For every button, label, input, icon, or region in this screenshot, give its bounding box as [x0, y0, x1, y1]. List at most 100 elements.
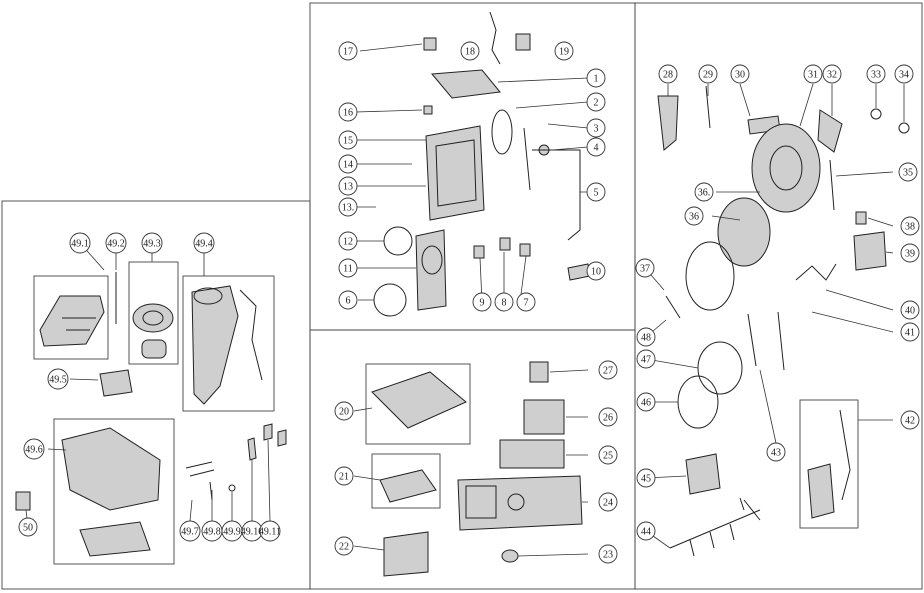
- base-plate-part: [79, 521, 151, 557]
- callout-number: 49.4: [195, 239, 213, 250]
- heater-element-part: [99, 369, 133, 397]
- bearing-34-part: [898, 122, 910, 134]
- callout-cabinet-15: 15: [338, 130, 358, 150]
- spring-29-part: [705, 85, 711, 129]
- callout-bubble: [900, 216, 920, 236]
- callout-bubble: [193, 232, 215, 254]
- callout-controls-21: 21: [334, 466, 354, 486]
- callout-number: 33: [871, 70, 881, 81]
- callout-number: 49.1: [71, 239, 89, 250]
- callout-bubble: [822, 64, 842, 84]
- callout-cabinet-2: 2: [586, 92, 606, 112]
- callout-tub-38: 38: [900, 216, 920, 236]
- callout-number: 49.3: [143, 239, 161, 250]
- callout-bubble: [586, 137, 606, 157]
- callout-bubble: [900, 300, 920, 320]
- callout-number: 49.6: [25, 445, 43, 456]
- callout-dryer-49-7: 49.7: [179, 520, 201, 542]
- part-8: [499, 237, 511, 251]
- callout-tub-41: 41: [900, 322, 920, 342]
- callout-number: 26: [603, 413, 613, 424]
- callout-bubble: [338, 102, 358, 122]
- callout-number: 40: [905, 306, 915, 317]
- bellows-28-part: [657, 95, 679, 151]
- callout-tub-44: 44: [636, 521, 656, 541]
- callout-bubble: [586, 182, 606, 202]
- callout-number: 50: [23, 523, 33, 534]
- valve-27-part: [529, 361, 549, 383]
- callout-number: 48: [641, 333, 651, 344]
- callout-number: 35: [903, 168, 913, 179]
- callout-number: 8: [502, 298, 507, 309]
- callout-bubble: [698, 64, 718, 84]
- heater-duct-part: [191, 285, 239, 405]
- callout-number: 14: [343, 160, 353, 171]
- callout-tub-43: 43: [766, 442, 786, 462]
- callout-number: 12: [343, 237, 353, 248]
- callout-controls-20: 20: [334, 401, 354, 421]
- pulley-32-part: [817, 109, 843, 153]
- callout-bubble: [636, 327, 656, 347]
- door-panel-part: [415, 229, 447, 311]
- callout-tub-32: 32: [822, 64, 842, 84]
- callout-number: 27: [603, 366, 613, 377]
- callout-bubble: [636, 468, 656, 488]
- drum-cover-part: [61, 427, 161, 511]
- callout-number: 45: [641, 474, 651, 485]
- filter-part: [15, 491, 31, 511]
- screws-40-part: [795, 263, 837, 281]
- callout-number: 6: [346, 296, 351, 307]
- callout-bubble: [338, 176, 358, 196]
- callout-cabinet-18: 18: [460, 41, 480, 61]
- callout-tub-39: 39: [900, 243, 920, 263]
- program-knob: [507, 493, 525, 511]
- cabinet-frame: [435, 139, 477, 207]
- tub-section: [657, 85, 910, 557]
- callout-dryer-50: 50: [18, 517, 38, 537]
- callout-bubble: [894, 64, 914, 84]
- knob-23-part: [501, 549, 519, 563]
- washer-part: [228, 484, 236, 492]
- callout-number: 7: [524, 298, 529, 309]
- callout-bubble: [105, 232, 127, 254]
- callout-bubble: [338, 197, 358, 217]
- callout-tub-35: 35: [898, 162, 918, 182]
- sensor-part: [247, 437, 257, 461]
- callout-bubble: [900, 322, 920, 342]
- callout-dryer-49-2: 49.2: [105, 232, 127, 254]
- callout-tub-31: 31: [803, 64, 823, 84]
- callout-tub-46: 46: [636, 392, 656, 412]
- box-20: [365, 363, 471, 445]
- callout-number: 49.2: [107, 239, 125, 250]
- callout-number: 36: [689, 212, 699, 223]
- callout-bubble: [598, 360, 618, 380]
- dryer-section: [15, 261, 287, 565]
- callout-bubble: [338, 231, 358, 251]
- callout-bubble: [259, 520, 281, 542]
- callout-number: 42: [905, 416, 915, 427]
- callout-bubble: [179, 520, 201, 542]
- fan-hub: [142, 310, 164, 326]
- callout-bubble: [598, 544, 618, 564]
- drum-36-part: [717, 197, 771, 267]
- box-49-1: [33, 275, 109, 360]
- callout-number: 3: [594, 124, 599, 135]
- pcb-26-part: [523, 399, 565, 435]
- callout-number: 28: [663, 70, 673, 81]
- cabinet-body-part: [425, 125, 485, 221]
- cable-part: [489, 11, 501, 65]
- hose-42-part: [839, 409, 851, 501]
- callout-bubble: [658, 64, 678, 84]
- callout-dryer-49-9: 49.9: [221, 520, 243, 542]
- spring-35-part: [829, 159, 835, 211]
- callout-dryer-49-1: 49.1: [69, 232, 91, 254]
- hose-3-part: [523, 127, 531, 191]
- callout-number: 22: [339, 542, 349, 553]
- callout-bubble: [472, 292, 492, 312]
- callout-tub-45: 45: [636, 468, 656, 488]
- callout-number: 21: [339, 472, 349, 483]
- seal-12-part: [383, 226, 413, 256]
- callout-dryer-49-11: 49.11: [259, 520, 281, 542]
- callout-bubble: [141, 232, 163, 254]
